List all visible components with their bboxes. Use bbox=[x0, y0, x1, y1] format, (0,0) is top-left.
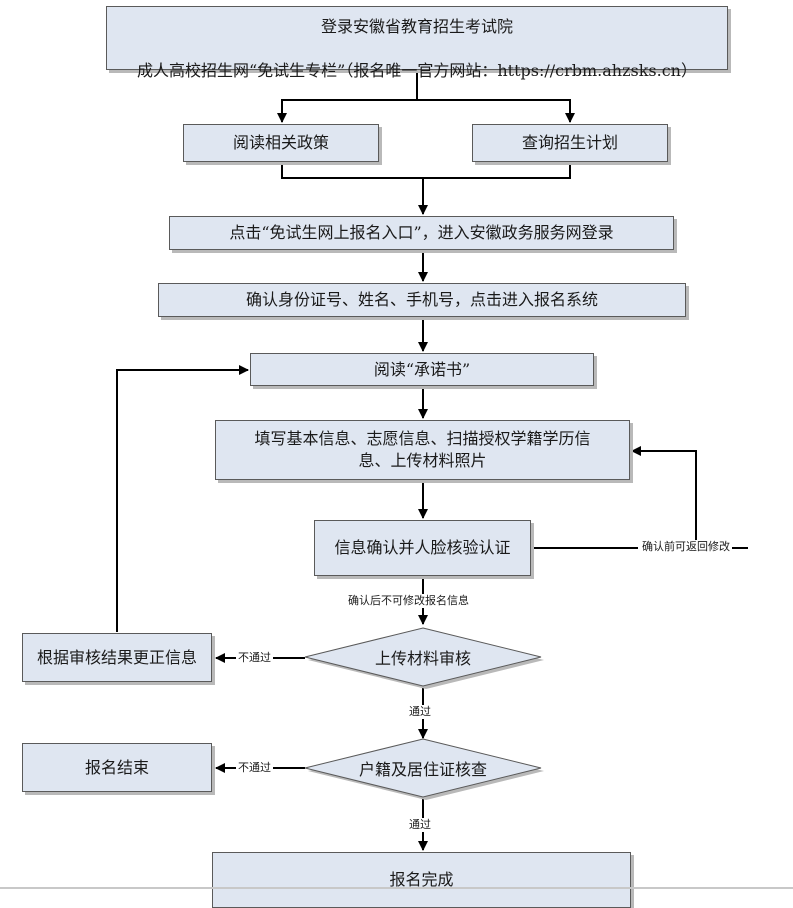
end-box: 报名结束 bbox=[22, 743, 212, 792]
plan-label: 查询招生计划 bbox=[521, 133, 618, 152]
connector-split-right bbox=[417, 99, 575, 123]
connector-loop-up bbox=[631, 446, 748, 549]
promise-box: 阅读“承诺书” bbox=[250, 353, 594, 386]
correct-label: 根据审核结果更正信息 bbox=[36, 647, 197, 667]
fill-box: 填写基本信息、志愿信息、扫描授权学籍学历信 息、上传材料照片 bbox=[215, 420, 630, 480]
review-diamond bbox=[304, 627, 542, 687]
fail-label-review: 不通过 bbox=[236, 651, 273, 665]
fill-label: 填写基本信息、志愿信息、扫描授权学籍学历信 息、上传材料照片 bbox=[254, 429, 591, 470]
modify-note: 确认前可返回修改 bbox=[640, 540, 732, 554]
policy-label: 阅读相关政策 bbox=[232, 133, 329, 152]
end-label: 报名结束 bbox=[84, 757, 149, 777]
confirm-id-box: 确认身份证号、姓名、手机号，点击进入报名系统 bbox=[158, 283, 686, 317]
policy-box: 阅读相关政策 bbox=[183, 124, 379, 162]
confirm-id-label: 确认身份证号、姓名、手机号，点击进入报名系统 bbox=[245, 290, 598, 309]
bottom-border bbox=[0, 887, 793, 889]
entry-box: 点击“免试生网上报名入口”，进入安徽政务服务网登录 bbox=[169, 216, 674, 250]
promise-label: 阅读“承诺书” bbox=[373, 359, 471, 379]
verify-box: 信息确认并人脸核验认证 bbox=[314, 520, 531, 576]
pass-label-household: 通过 bbox=[407, 818, 433, 832]
connector-correct-back-to-promise bbox=[116, 365, 249, 632]
start-box: 登录安徽省教育招生考试院 成人高校招生网“免试生专栏”（报名唯一官方网站：htt… bbox=[106, 6, 728, 80]
pass-label-review: 通过 bbox=[407, 705, 433, 719]
no-modify-note: 确认后不可修改报名信息 bbox=[346, 594, 471, 608]
plan-box: 查询招生计划 bbox=[472, 124, 668, 162]
start-title: 登录安徽省教育招生考试院 bbox=[320, 17, 513, 36]
fail-label-household: 不通过 bbox=[236, 761, 273, 775]
connector-merge-left bbox=[281, 162, 571, 179]
household-diamond bbox=[304, 738, 542, 798]
correct-box: 根据审核结果更正信息 bbox=[22, 633, 212, 682]
entry-label: 点击“免试生网上报名入口”，进入安徽政务服务网登录 bbox=[229, 223, 614, 242]
connector-start-split bbox=[277, 70, 418, 123]
flowchart-connectors bbox=[116, 70, 748, 851]
household-diamond-label: 户籍及居住证核查 bbox=[358, 760, 487, 779]
start-subtitle: 成人高校招生网“免试生专栏”（报名唯一官方网站：https://crbm.ahz… bbox=[136, 61, 697, 80]
done-label: 报名完成 bbox=[389, 870, 454, 889]
review-diamond-label: 上传材料审核 bbox=[374, 649, 471, 668]
verify-label: 信息确认并人脸核验认证 bbox=[334, 538, 511, 557]
done-box: 报名完成 bbox=[212, 852, 631, 908]
